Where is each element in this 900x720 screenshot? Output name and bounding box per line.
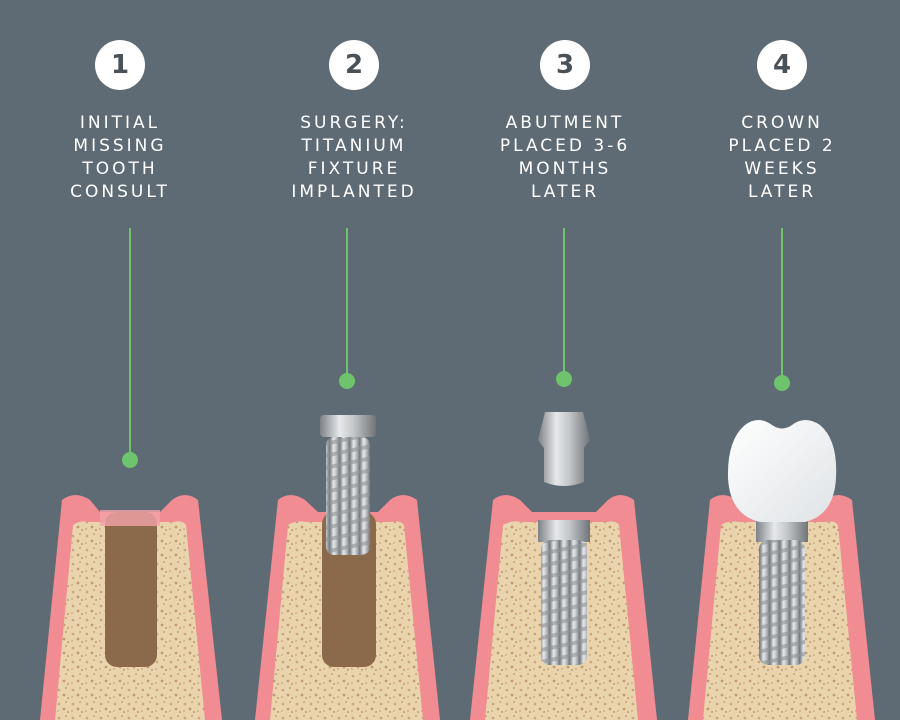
titanium-fixture [326,437,370,555]
stage-4-graphic [688,228,875,720]
connector-dot [122,452,138,468]
caption-line: ABUTMENT [505,113,625,133]
connector-dot [339,373,355,389]
empty-socket [105,512,157,667]
caption-line: MISSING [73,136,167,156]
connector-dot [556,371,572,387]
stage-2-graphic [255,228,440,720]
crown [727,420,837,522]
caption-line: CROWN [741,113,823,133]
caption-line: FIXTURE [307,159,401,179]
step-3: 3 ABUTMENT PLACED 3-6 MONTHS LATER [465,40,665,204]
caption-line: TOOTH [82,159,158,179]
titanium-fixture [759,540,805,665]
step-number-badge: 3 [540,40,590,90]
step-caption: ABUTMENT PLACED 3-6 MONTHS LATER [475,112,655,204]
caption-line: IMPLANTED [291,182,417,202]
caption-line: LATER [530,182,600,202]
fixture-head [756,520,808,542]
step-number-badge: 1 [95,40,145,90]
step-caption: INITIAL MISSING TOOTH CONSULT [30,112,210,204]
fixture-head [320,415,376,437]
caption-line: TITANIUM [301,136,407,156]
caption-line: MONTHS [518,159,612,179]
stage-1-graphic [40,228,222,720]
caption-line: PLACED 2 [728,136,836,156]
step-4: 4 CROWN PLACED 2 WEEKS LATER [682,40,882,204]
titanium-fixture [541,540,587,665]
step-2: 2 SURGERY: TITANIUM FIXTURE IMPLANTED [254,40,454,204]
step-1: 1 INITIAL MISSING TOOTH CONSULT [20,40,220,204]
abutment [538,412,590,486]
step-caption: CROWN PLACED 2 WEEKS LATER [692,112,872,204]
step-number-badge: 2 [329,40,379,90]
connector-dot [774,375,790,391]
fixture-head [538,520,590,542]
caption-line: INITIAL [79,113,161,133]
caption-line: SURGERY: [300,113,408,133]
caption-line: LATER [747,182,817,202]
caption-line: WEEKS [744,159,820,179]
gum-line [100,510,160,526]
step-caption: SURGERY: TITANIUM FIXTURE IMPLANTED [264,112,444,204]
step-number-badge: 4 [757,40,807,90]
stage-3-graphic [470,228,657,720]
caption-line: PLACED 3-6 [499,136,631,156]
caption-line: CONSULT [70,182,170,202]
